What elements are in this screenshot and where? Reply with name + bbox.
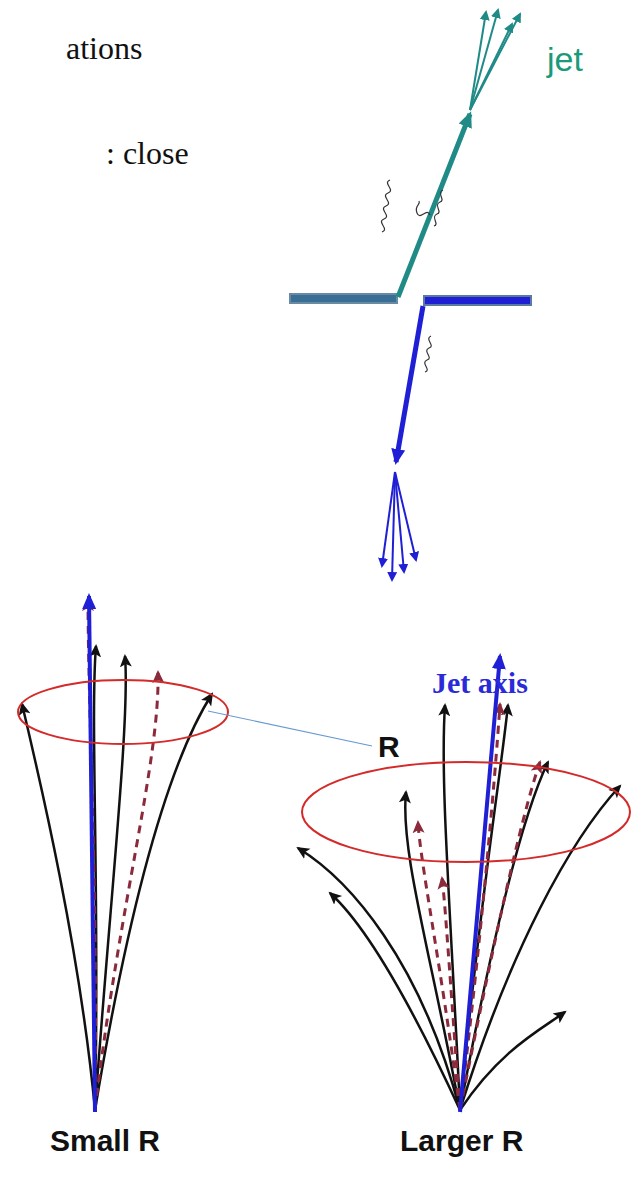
caption-label: Larger R xyxy=(400,1124,523,1158)
cropped-text: ations xyxy=(66,30,142,67)
gluon-curl xyxy=(381,180,390,232)
beam-plate xyxy=(290,294,397,303)
cone-ring xyxy=(18,680,228,744)
jet-axis xyxy=(89,596,95,1112)
jet-label: jet xyxy=(547,40,583,79)
parton-line xyxy=(396,306,423,462)
leader-line xyxy=(208,711,372,746)
jet-axis xyxy=(460,656,500,1112)
cone-ring xyxy=(302,762,630,862)
beam-plate xyxy=(424,296,531,305)
axis-label: Jet axis xyxy=(432,666,528,700)
parton-line xyxy=(398,114,470,297)
gluon-curl xyxy=(425,336,432,372)
caption-label: Small R xyxy=(50,1124,160,1158)
radius-label: R xyxy=(378,730,400,764)
gluon-curl xyxy=(416,190,443,226)
cropped-text: : close xyxy=(106,135,189,172)
